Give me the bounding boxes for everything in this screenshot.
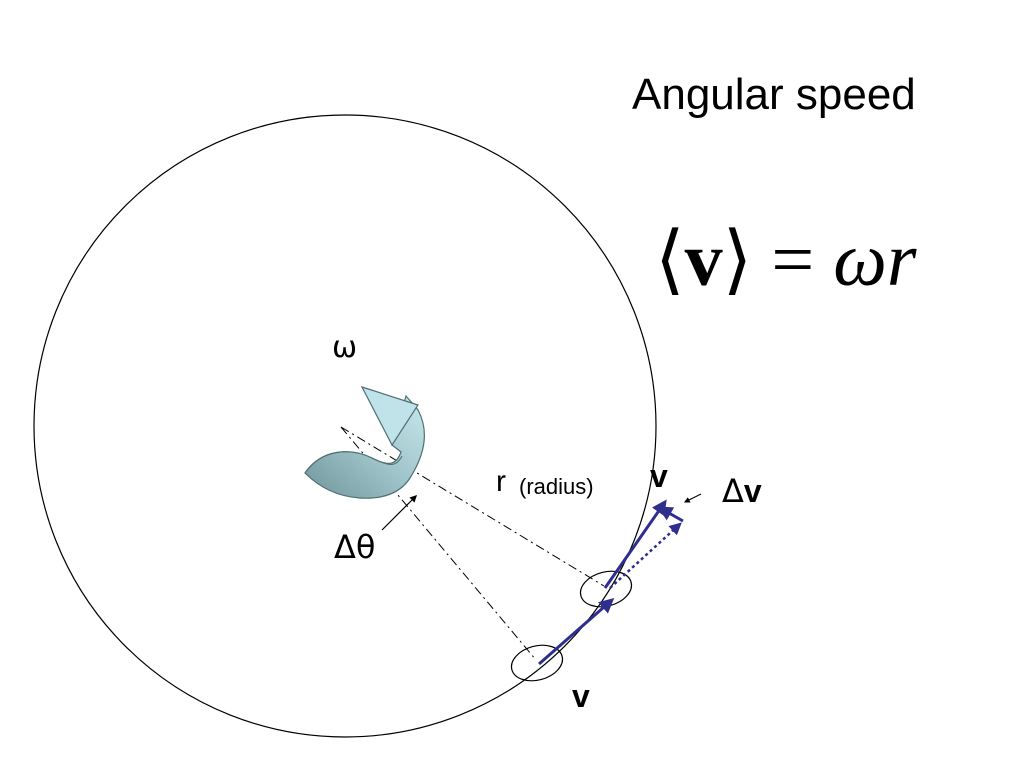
velocity-label-upper: v — [650, 458, 668, 494]
r-label: r — [496, 465, 506, 498]
rotation-circle — [33, 114, 657, 738]
delta-v-pointer — [683, 493, 702, 503]
formula-vector: v — [684, 218, 723, 302]
delta-v-label: Δv — [722, 475, 762, 507]
delta-v-vector — [657, 506, 684, 523]
velocity-vector-upper — [603, 499, 667, 589]
velocity-label-lower: v — [572, 678, 590, 714]
delta-theta-label: Δθ — [334, 528, 376, 566]
omega-label: ω — [332, 330, 358, 365]
formula-equals: = — [752, 218, 834, 302]
velocity-vector-lower — [538, 598, 615, 666]
slide-title: Angular speed — [632, 70, 916, 119]
particle-position-lower — [510, 644, 564, 682]
formula-right-bracket: ⟩ — [722, 218, 753, 302]
angular-speed-formula: ⟨v⟩ = ωr — [655, 222, 916, 298]
radius-line-lower — [340, 426, 537, 661]
radius-line-upper — [340, 426, 605, 587]
velocity-vector-copy — [609, 522, 682, 589]
delta-v-symbol: Δ — [722, 472, 744, 510]
formula-omega: ω — [833, 218, 887, 302]
radius-label: (radius) — [519, 474, 594, 499]
formula-r: r — [886, 218, 917, 302]
formula-left-bracket: ⟨ — [655, 218, 685, 302]
rotation-arrow-icon — [304, 385, 425, 499]
delta-theta-pointer — [381, 494, 418, 531]
delta-v-letter: v — [743, 473, 762, 509]
